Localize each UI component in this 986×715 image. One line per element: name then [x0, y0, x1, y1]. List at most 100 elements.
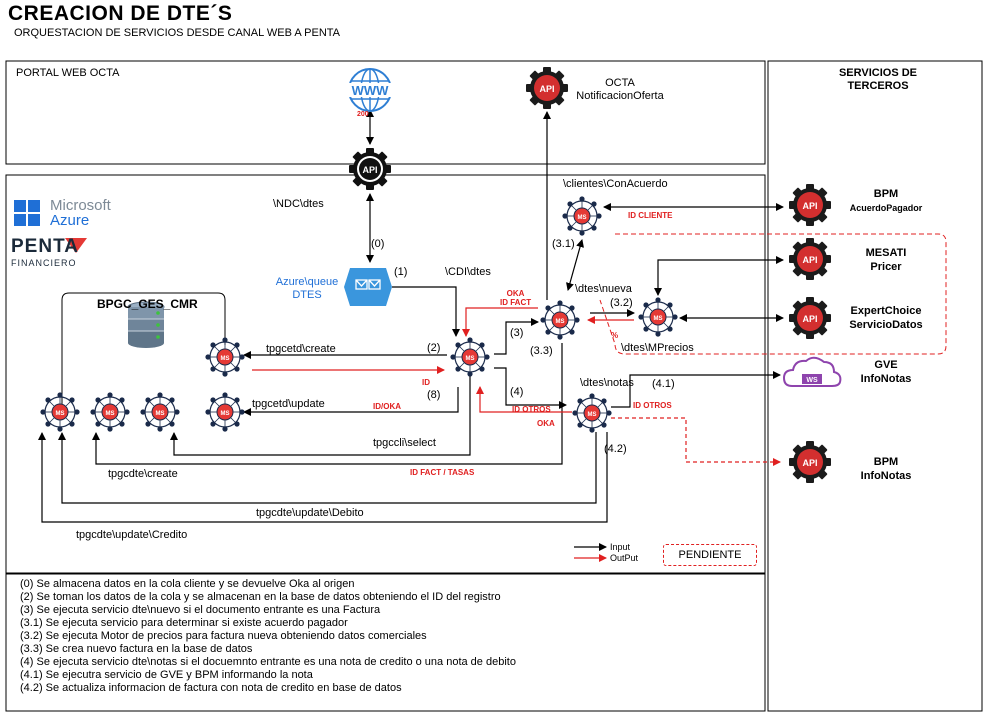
pending-region — [599, 233, 947, 355]
ms-dtes-notas-icon: MS — [571, 392, 613, 434]
legend-pending: PENDIENTE — [663, 544, 757, 566]
label-percent: % — [611, 331, 619, 340]
azure-queue-icon — [344, 268, 392, 306]
notes-frame — [5, 573, 766, 712]
legend-output: OutPut — [610, 553, 639, 563]
ms-orchestrator-icon: MS — [449, 336, 491, 378]
bpm-notas-api-icon: API — [789, 441, 831, 483]
path-ndc-dtes: \NDC\dtes — [273, 198, 324, 210]
path-tpgccli-select: tpgccli\select — [373, 437, 436, 449]
note-item: (4.1) Se ejecutra servicio de GVE y BPM … — [20, 669, 313, 681]
www-status-code: 200 — [357, 111, 369, 118]
step-3-3: (3.3) — [530, 345, 553, 357]
svg-text:API: API — [802, 255, 817, 265]
path-tpgcdte-debito: tpgcdte\update\Debito — [256, 507, 364, 519]
step-4-1: (4.1) — [652, 378, 675, 390]
step-1: (1) — [394, 266, 408, 278]
note-item: (3.2) Se ejecuta Motor de precios para f… — [20, 630, 427, 642]
penta-logo-subtext: FINANCIERO — [11, 258, 77, 268]
svg-text:WS: WS — [806, 377, 818, 384]
svg-text:API: API — [802, 458, 817, 468]
ms-mprecios-icon: MS — [637, 296, 679, 338]
note-item: (3.1) Se ejecuta servicio para determina… — [20, 617, 348, 629]
arrow-nueva-clientes — [566, 239, 584, 291]
main-frame — [5, 174, 766, 574]
arrow-tpgcdte-debito — [58, 432, 597, 504]
ms-dtes-nueva-icon: MS — [539, 299, 581, 341]
www-globe-icon: WWW — [348, 68, 392, 112]
step-2: (2) — [427, 342, 441, 354]
arrow-queue-orch — [392, 286, 460, 337]
label-id: ID — [422, 378, 430, 387]
azure-logo-icon — [14, 200, 40, 226]
path-dtes-notas: \dtes\notas — [580, 377, 634, 389]
expert-api-icon: API — [789, 297, 831, 339]
svg-text:MS: MS — [156, 411, 165, 417]
path-tpgcdte-credito: tpgcdte\update\Credito — [76, 529, 188, 541]
api-gateway-icon: API — [349, 148, 391, 190]
label-oka-left: OKA — [537, 419, 555, 428]
svg-text:API: API — [539, 84, 554, 94]
note-item: (4) Se ejecuta servicio dte\notas si el … — [20, 656, 516, 668]
label-id-fact-tasas: ID FACT / TASAS — [410, 468, 475, 477]
arrow-tpgcetd-update — [243, 387, 459, 416]
path-dtes-mprecios: \dtes\MPrecios — [621, 342, 694, 354]
penta-logo-text: PENTA — [11, 236, 79, 257]
bpm-acuerdo-api-icon: API — [789, 184, 831, 226]
arrow-red-idotros — [476, 386, 572, 413]
page-title: CREACION DE DTE´S — [8, 2, 233, 25]
ms-tpgccli-select-icon: MS — [139, 391, 181, 433]
svg-text:MS: MS — [221, 356, 230, 362]
label-id-otros: ID OTROS — [633, 401, 672, 410]
svg-text:MS: MS — [466, 356, 475, 362]
step-4-2: (4.2) — [604, 443, 627, 455]
svg-text:MS: MS — [588, 412, 597, 418]
svg-text:MS: MS — [221, 411, 230, 417]
arrow-tpgcdte-credito — [38, 432, 608, 523]
svg-text:API: API — [362, 165, 377, 175]
third-party-label: SERVICIOS DE TERCEROS — [838, 67, 918, 92]
svg-text:MS: MS — [654, 316, 663, 322]
database-label: BPGC_GES_CMR — [97, 297, 198, 311]
svg-text:MS: MS — [578, 215, 587, 221]
notes-list: (0) Se almacena datos en la cola cliente… — [20, 578, 516, 695]
note-item: (2) Se toman los datos de la cola y se a… — [20, 591, 501, 603]
step-3-1: (3.1) — [552, 238, 575, 250]
ms-tpgcdte-create-icon: MS — [89, 391, 131, 433]
third-party-frame — [767, 60, 983, 712]
arrow-orch-nueva — [494, 318, 539, 355]
path-tpgcetd-update: tpgcetd\update — [252, 398, 325, 410]
ms-tpgcdte-update-icon: MS — [39, 391, 81, 433]
step-3: (3) — [510, 327, 524, 339]
arrow-mprecios-mesati — [654, 256, 784, 296]
step-4: (4) — [510, 386, 524, 398]
step-8: (8) — [427, 389, 441, 401]
portal-label: PORTAL WEB OCTA — [16, 67, 120, 79]
path-tpgcetd-create: tpgcetd\create — [266, 343, 336, 355]
note-item: (3.3) Se crea nuevo factura en la base d… — [20, 643, 253, 655]
svg-text:MS: MS — [56, 411, 65, 417]
page-subtitle: ORQUESTACION DE SERVICIOS DESDE CANAL WE… — [14, 27, 340, 39]
svg-text:MS: MS — [556, 319, 565, 325]
penta-logo-mark — [65, 238, 87, 253]
arrow-red-bpm-notas — [611, 417, 781, 466]
arrow-notas-gve — [611, 371, 781, 408]
note-item: (4.2) Se actualiza informacion de factur… — [20, 682, 402, 694]
path-cdi-dtes: \CDI\dtes — [445, 266, 491, 278]
svg-text:API: API — [802, 314, 817, 324]
legend-input: Input — [610, 542, 631, 552]
path-dtes-nueva: \dtes\nueva — [575, 283, 632, 295]
ms-tpgcetd-create-icon: MS — [204, 336, 246, 378]
step-3-2: (3.2) — [610, 297, 633, 309]
mesati-api-icon: API — [789, 238, 831, 280]
arrow-tpgcdte-create — [92, 343, 563, 465]
arrow-red-oka-idfact — [462, 307, 538, 337]
ws-cloud-icon: WS — [782, 356, 842, 387]
